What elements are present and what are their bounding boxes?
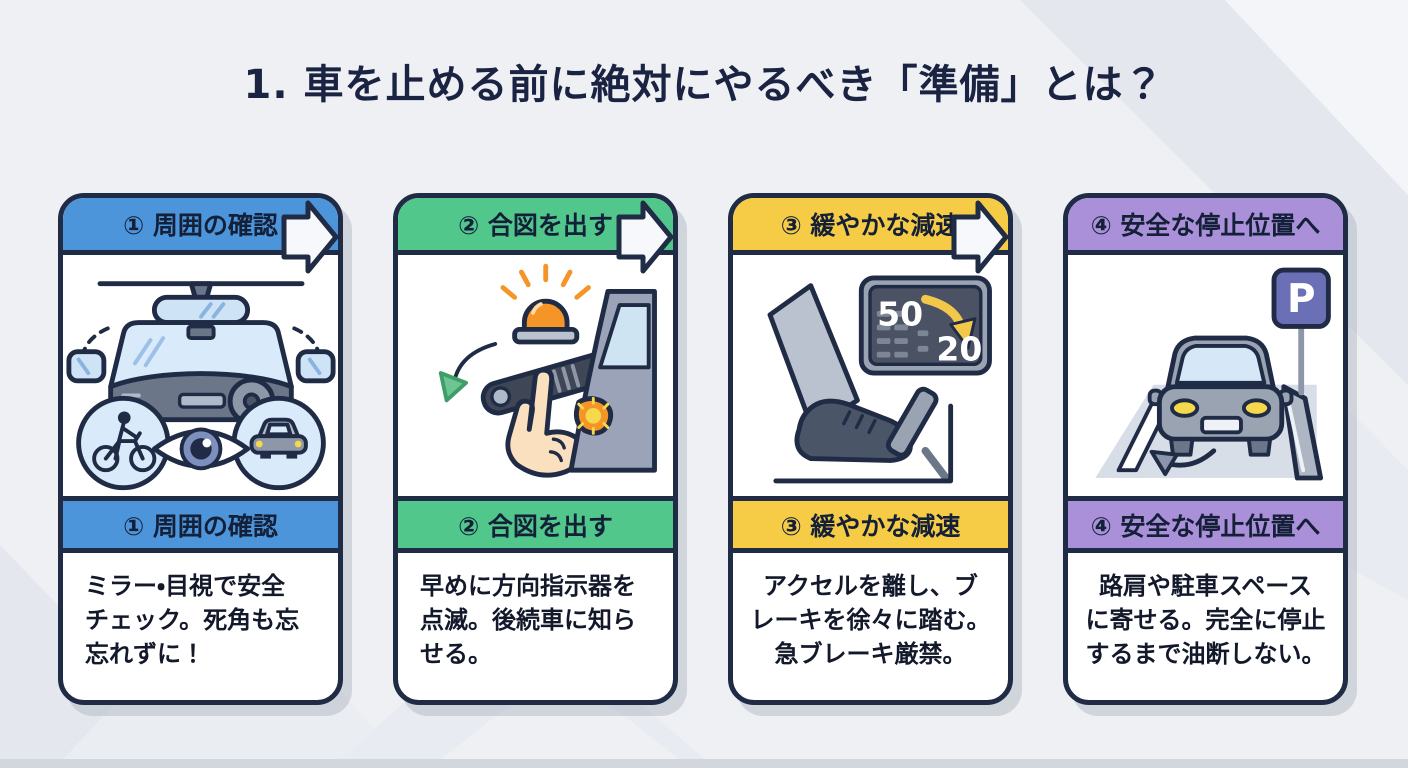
- beacon-rays: [500, 263, 591, 300]
- step-card-4: ④ 安全な停止位置へ P: [1063, 193, 1348, 705]
- step-1-illustration: [63, 255, 338, 496]
- rearview-mirror-icon: [151, 294, 250, 325]
- flow-arrow-icon: [951, 200, 1009, 274]
- down-left-arrow: [451, 341, 497, 383]
- display-dashes: [876, 310, 928, 358]
- blink-rays: [576, 396, 609, 435]
- step-card-1: ① 周囲の確認: [58, 193, 343, 705]
- speed-after: 20: [936, 329, 982, 368]
- driver-leg: [767, 282, 860, 432]
- step-4-subheader: ④ 安全な停止位置へ: [1068, 496, 1343, 553]
- step-4-header: ④ 安全な停止位置へ: [1068, 198, 1343, 255]
- car-icon: [249, 417, 308, 459]
- speed-before: 50: [877, 294, 923, 333]
- step-3-description: アクセルを離し、ブ レーキを徐々に踏む。 急ブレーキ厳禁。: [750, 572, 991, 669]
- beacon-icon: [521, 298, 570, 332]
- page-title: 1. 車を止める前に絶対にやるべき「準備」とは？: [243, 62, 1165, 108]
- step-2-description: 早めに方向指示器を 点滅。後続車に知ら せる。: [420, 572, 636, 669]
- left-mirror-icon: [65, 348, 106, 383]
- parking-sign: [1271, 267, 1331, 329]
- step-1-subheader: ① 周囲の確認: [63, 496, 338, 553]
- turn-signal-lever-icon: [438, 263, 657, 478]
- step-3-subheader: ③ 緩やかな減速: [733, 496, 1008, 553]
- flow-arrow-icon: [281, 200, 339, 274]
- step-2-illustration: [398, 255, 673, 496]
- floor-line: [772, 403, 953, 483]
- step-4-illustration: P: [1068, 255, 1343, 496]
- car-interior-mirrors-eye-icon: [65, 280, 336, 490]
- car-at-parking-spot-icon: P: [1094, 267, 1331, 480]
- windshield: [107, 319, 294, 389]
- bottom-edge-band: [0, 759, 1408, 768]
- curb-wall: [1280, 383, 1323, 480]
- steps-row: ① 周囲の確認: [58, 193, 1350, 705]
- parking-sign-label: P: [1286, 276, 1314, 321]
- car-window: [597, 302, 651, 369]
- step-4-description: 路肩や駐車スペース に寄せる。完全に停止 するまで油断しない。: [1085, 572, 1326, 669]
- pedal-arm: [921, 446, 951, 483]
- brake-pedal-speed-display-icon: 50 20: [767, 274, 992, 483]
- step-2-subheader: ② 合図を出す: [398, 496, 673, 553]
- stopped-car-icon: [1147, 335, 1293, 457]
- cyclist-icon: [91, 410, 156, 472]
- step-1-description: ミラー・目視で安全 チェック。死角も忘 忘れずに！: [85, 572, 300, 669]
- flow-arrow-icon: [616, 200, 674, 274]
- speed-display-screen: [867, 284, 982, 366]
- step-3-header: ③ 緩やかな減速: [733, 198, 1008, 255]
- step-card-2: ② 合図を出す: [393, 193, 678, 705]
- brake-pedal-icon: [885, 386, 938, 457]
- step-card-3: ③ 緩やかな減速 50 20: [728, 193, 1013, 705]
- step-3-illustration: 50 20: [733, 255, 1008, 496]
